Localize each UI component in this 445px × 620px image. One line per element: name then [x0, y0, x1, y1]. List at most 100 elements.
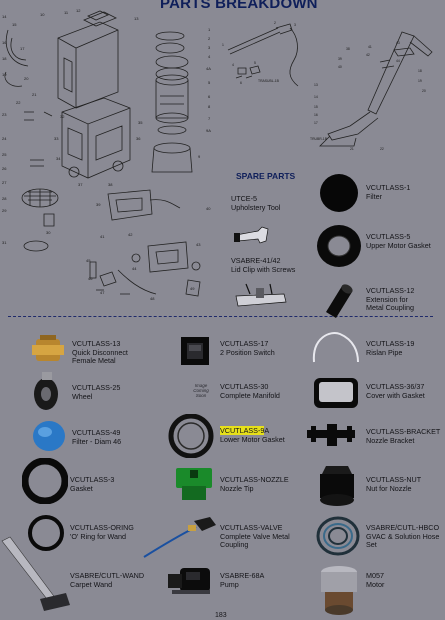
lower-motor-gasket-image	[168, 414, 214, 458]
svg-text:1: 1	[222, 43, 224, 47]
part-desc: Quick Disconnect	[72, 347, 128, 357]
svg-text:9: 9	[198, 154, 201, 159]
svg-text:41: 41	[100, 234, 105, 239]
svg-text:29: 29	[2, 208, 7, 213]
part-code: VCUTLASS-BRACKET	[366, 427, 441, 436]
svg-text:13: 13	[314, 83, 318, 87]
part-vcutlass-bracket: VCUTLASS-BRACKET Nozzle Bracket	[366, 427, 441, 445]
part-utce-5: UTCE-5 Upholstery Tool	[231, 194, 281, 212]
part-m057: M057 Motor	[366, 571, 385, 589]
svg-text:2: 2	[274, 21, 276, 25]
part-desc: Upper Motor Gasket	[366, 240, 431, 250]
part-code: VCUTLASS-19	[366, 339, 415, 348]
part-code: VCUTLASS-49	[72, 428, 121, 437]
svg-text:5: 5	[208, 80, 211, 85]
part-desc: Lower Motor Gasket	[220, 434, 285, 444]
part-desc: Complete Manifold	[220, 390, 280, 400]
svg-text:46: 46	[88, 276, 93, 281]
part-code: VCUTLASS-ORING	[70, 523, 134, 532]
svg-text:43: 43	[196, 242, 201, 247]
part-desc: Nut for Nozzle	[366, 483, 412, 493]
part-vcutlass-oring: VCUTLASS-ORING 'O' Ring for Wand	[70, 523, 134, 541]
svg-text:37: 37	[78, 182, 83, 187]
svg-text:16: 16	[314, 113, 318, 117]
part-desc: Pump	[220, 579, 239, 589]
svg-text:22: 22	[16, 100, 21, 105]
pump-image	[168, 568, 210, 594]
part-code: VCUTLASS-12	[366, 286, 415, 295]
svg-text:4: 4	[232, 63, 234, 67]
page-number: 183	[215, 612, 227, 619]
svg-text:15: 15	[12, 22, 17, 27]
part-code: VSABRE/CUTL-HBCO	[366, 523, 440, 532]
part-vsabre-68a: VSABRE-68A Pump	[220, 571, 264, 589]
svg-text:11: 11	[64, 10, 69, 15]
part-desc: Wheel	[72, 391, 93, 401]
svg-text:43: 43	[396, 41, 400, 45]
part-desc: Carpet Wand	[70, 579, 113, 589]
motor-image	[321, 566, 357, 615]
svg-text:24: 24	[2, 136, 7, 141]
svg-text:38: 38	[346, 47, 350, 51]
svg-text:38: 38	[108, 182, 113, 187]
svg-text:1: 1	[208, 27, 211, 32]
part-code: M057	[366, 571, 384, 580]
rislan-pipe-image	[312, 332, 359, 363]
part-vcutlass-19: VCUTLASS-19 Rislan Pipe	[366, 339, 415, 357]
svg-text:17: 17	[20, 46, 25, 51]
svg-text:14: 14	[314, 95, 318, 99]
image-coming-soon-placeholder: Image Coming Soon	[193, 383, 209, 398]
part-desc: Extension for	[366, 294, 408, 304]
part-desc: Motor	[366, 579, 385, 589]
carpet-wand-image	[1, 536, 70, 611]
svg-text:9A: 9A	[206, 128, 211, 133]
part-desc: Complete Valve Metal	[220, 531, 290, 541]
svg-text:23: 23	[2, 112, 7, 117]
svg-text:6: 6	[208, 94, 211, 99]
svg-text:12: 12	[76, 8, 81, 13]
svg-text:17: 17	[314, 121, 318, 125]
svg-text:36: 36	[136, 136, 141, 141]
svg-text:42: 42	[366, 53, 370, 57]
part-desc: Upholstery Tool	[231, 202, 281, 212]
part-vcutlass-nut: VCUTLASS-NUT Nut for Nozzle	[366, 475, 421, 493]
part-vcutlass-valve: VCUTLASS-VALVE Complete Valve Metal Coup…	[220, 523, 290, 550]
part-desc: Lid Clip with Screws	[231, 264, 296, 274]
svg-text:40: 40	[338, 65, 342, 69]
svg-text:21: 21	[32, 92, 37, 97]
extension-coupling-image	[326, 284, 353, 318]
part-code: VCUTLASS-3	[70, 475, 115, 484]
svg-text:44: 44	[396, 59, 400, 63]
wand-diagram-ref: TRUBR-1B	[310, 137, 328, 141]
upholstery-tool-image	[234, 226, 269, 244]
filter-image	[320, 174, 358, 212]
gasket-image	[22, 458, 68, 504]
switch-image	[181, 337, 209, 365]
svg-text:6: 6	[240, 81, 242, 85]
svg-text:4: 4	[208, 54, 211, 59]
svg-text:27: 27	[2, 180, 7, 185]
part-code: VCUTLASS-17	[220, 339, 269, 348]
part-desc: 2 Position Switch	[220, 347, 275, 357]
part-vcutlass-nozzle: VCUTLASS-NOZZLE Nozzle Tip	[220, 475, 289, 493]
part-desc: 'O' Ring for Wand	[70, 531, 127, 541]
spare-parts-heading: SPARE PARTS	[236, 171, 296, 181]
part-code: VCUTLASS-25	[72, 383, 121, 392]
svg-text:10: 10	[40, 12, 45, 17]
part-vcutlass-12: VCUTLASS-12 Extension for Metal Coupling	[366, 286, 415, 313]
svg-text:21: 21	[350, 147, 354, 151]
svg-text:44: 44	[132, 266, 137, 271]
svg-text:20: 20	[422, 89, 426, 93]
part-code: VCUTLASS-VALVE	[220, 523, 283, 532]
part-desc: Gasket	[70, 483, 93, 493]
part-desc: GVAC & Solution Hose	[366, 531, 440, 541]
svg-text:3: 3	[208, 45, 211, 50]
part-vcutlass-17: VCUTLASS-17 2 Position Switch	[220, 339, 275, 357]
filter-diam-46-image	[33, 421, 65, 451]
nozzle-tip-image	[176, 468, 212, 500]
svg-text:35: 35	[138, 120, 143, 125]
svg-text:39: 39	[338, 57, 342, 61]
svg-text:16: 16	[2, 40, 7, 45]
part-desc-line2: Coupling	[220, 540, 249, 550]
